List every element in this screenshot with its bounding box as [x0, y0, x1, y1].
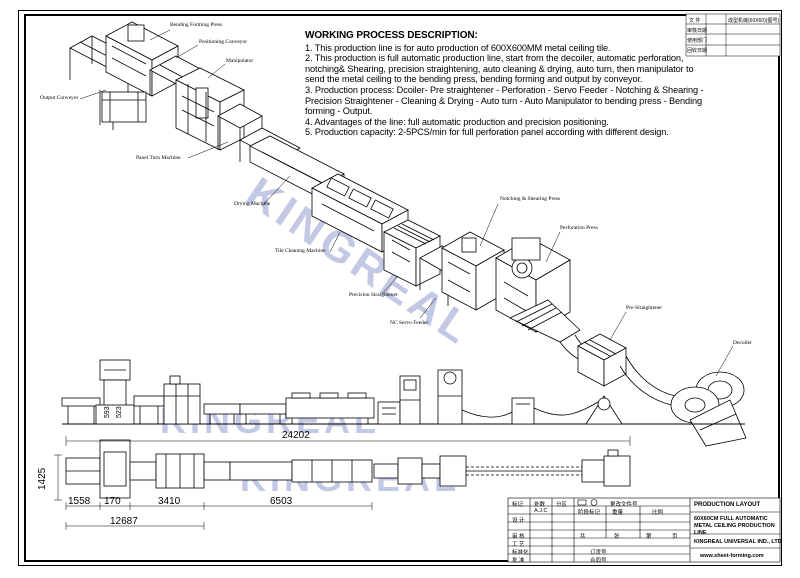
stamp-recycle-date: 回收日期	[687, 48, 708, 54]
dim-3410: 3410	[158, 496, 181, 507]
dim-593: 593	[104, 406, 111, 418]
dim-height: 1425	[37, 467, 48, 490]
decoiler-3d	[619, 355, 747, 447]
label-manipulator: Manipulator	[226, 58, 254, 64]
stamp-review-date: 审核日期	[687, 28, 708, 34]
tb-scale: 比例	[652, 510, 664, 516]
dim-523: 523	[116, 406, 123, 418]
tb-product: 60X60CM FULL AUTOMATIC METAL CEILING PRO…	[694, 516, 775, 536]
description-paragraph: 4. Advantages of the line: full automati…	[305, 116, 609, 127]
stamp-file-label: 文 件	[689, 18, 701, 24]
label-tile-cleaning-machine: Tile Cleaning Machine	[275, 248, 326, 254]
precision-straightener-3d	[383, 219, 441, 287]
dim-overall-length: 24202	[282, 430, 310, 441]
description-paragraph: 1. This production line is for auto prod…	[305, 42, 611, 53]
pre-straightener-3d	[577, 333, 627, 387]
label-panel-turn-machine: Panel Turn Machine	[136, 155, 181, 161]
description-heading: WORKING PROCESS DESCRIPTION:	[305, 30, 478, 41]
tb-page-unit: 页	[672, 534, 678, 540]
label-precision-straightener: Precision Straightener	[349, 292, 398, 298]
label-pre-straightener: Pre-Straightener	[626, 305, 663, 311]
tb-header-zone: 分区	[556, 502, 568, 508]
notching-shearing-press-3d	[441, 231, 505, 311]
plan-view	[65, 439, 631, 499]
tb-order-no: 订货号	[590, 550, 607, 556]
tb-designer: A.J.C	[534, 508, 548, 514]
approval-stamp: 文 件 成型机械(60X60)(图号) 审核日期 使用部门 回收日期	[686, 14, 780, 56]
dim-1558: 1558	[68, 496, 91, 507]
tb-company: KINGREAL UNIVERSAL IND., LTD	[694, 539, 782, 545]
label-output-conveyor: Output Conveyor	[40, 95, 79, 101]
label-notching-shearing-press: Notching & Shearing Press	[500, 196, 561, 202]
dim-6503: 6503	[270, 496, 293, 507]
stamp-grid	[685, 13, 781, 57]
tb-stage-mark: 阶段标记	[578, 510, 601, 516]
tb-title: PRODUCTION LAYOUT	[694, 502, 761, 508]
label-decoiler: Decoiler	[733, 340, 752, 346]
tb-sheet-unit: 张	[614, 534, 620, 540]
description-paragraph: 2. This production is full automatic pro…	[305, 53, 694, 85]
tb-sheet-no: 第	[646, 534, 652, 540]
tb-row-check: 审 核	[512, 534, 525, 540]
tb-header-change: 更改文件号	[610, 502, 638, 508]
dimension-lines	[54, 436, 631, 530]
sheet-inner-border	[24, 14, 780, 562]
tb-row-design: 设 计	[512, 518, 525, 524]
tb-website: www.sheet-forming.com	[700, 553, 764, 559]
title-block-grid	[507, 497, 781, 563]
description-paragraph: 3. Production process: Dcoiler- Pre stra…	[305, 84, 704, 117]
stamp-file-value: 成型机械(60X60)(图号)	[728, 18, 780, 24]
working-process-description: WORKING PROCESS DESCRIPTION: 1. This pro…	[305, 30, 715, 138]
tb-row-process: 工 艺	[512, 542, 525, 548]
tb-contract-no: 合同号	[590, 558, 607, 564]
dim-170: 170	[104, 496, 121, 507]
label-perforation-press: Perforation Press	[560, 225, 598, 231]
label-nc-servo-feeder: NC Servo Feeder	[390, 320, 429, 326]
tb-row-standard: 标准化	[512, 550, 529, 556]
sheet-outer-border	[18, 10, 782, 566]
tb-header-count: 处数	[534, 502, 546, 508]
leader-lines	[79, 29, 734, 377]
elevation-view	[61, 359, 745, 425]
tb-row-approve: 批 准	[512, 558, 525, 564]
description-paragraph: 5. Production capacity: 2-5PCS/min for f…	[305, 127, 669, 138]
tb-header-mark: 标记	[512, 502, 524, 508]
label-drying-machine: Drying Machine	[234, 201, 271, 207]
tile-cleaning-machine-3d	[311, 173, 409, 253]
tb-weight: 重量	[612, 510, 624, 516]
label-positioning-conveyor: Positioning Conveyor	[199, 39, 248, 45]
tb-sheets-total: 共	[580, 534, 586, 540]
label-bending-forming-press: Bending Forming Press	[170, 22, 222, 28]
stamp-dept: 使用部门	[687, 38, 708, 44]
dim-12687: 12687	[110, 516, 138, 527]
